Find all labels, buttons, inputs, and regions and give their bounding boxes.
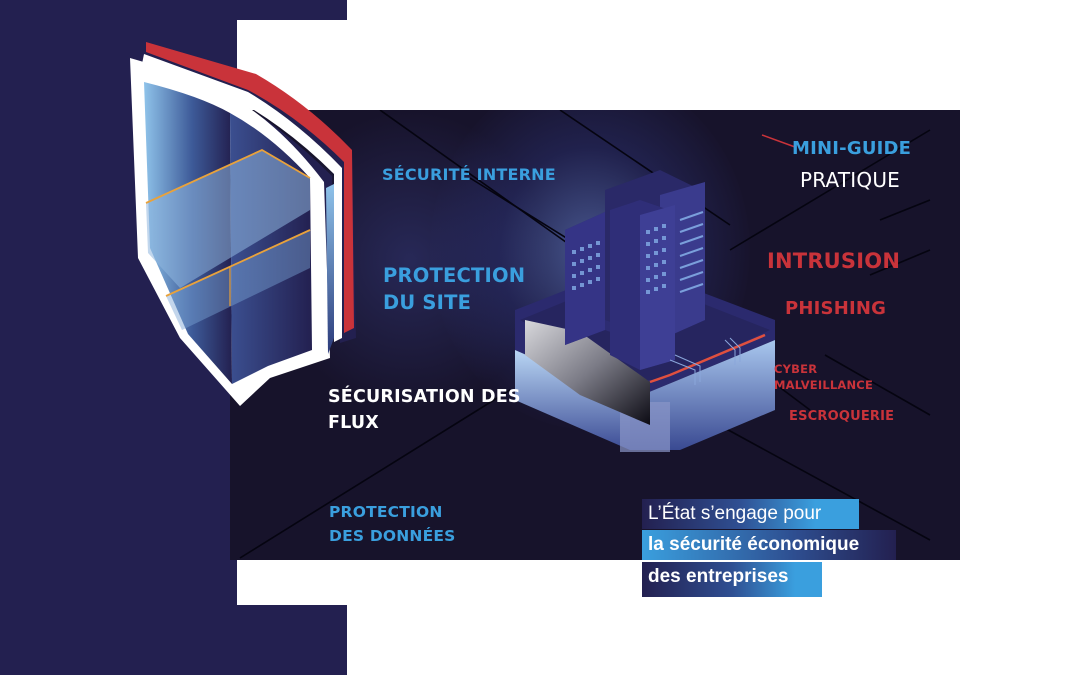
topic-securisation-flux-line2: FLUX (328, 413, 379, 434)
threat-cyber-malveillance: CYBER MALVEILLANCE (774, 361, 873, 393)
threat-phishing: PHISHING (785, 298, 887, 319)
topic-protection-donnees-line1: PROTECTION (329, 503, 443, 521)
topic-securisation-flux-line1: SÉCURISATION DES (328, 387, 521, 407)
tagline-line2: la sécurité économique (642, 530, 896, 560)
topic-protection-site-line2: DU SITE (383, 290, 472, 314)
building-icon (515, 170, 775, 452)
shield-icon (130, 42, 356, 406)
decorative-lines (239, 110, 931, 559)
topic-protection-site-line1: PROTECTION (383, 264, 526, 287)
topic-protection-site: PROTECTION DU SITE (383, 263, 525, 317)
topic-securite-interne: SÉCURITÉ INTERNE (382, 165, 556, 184)
tagline-line3: des entreprises (642, 562, 822, 597)
threat-cyber-line2: MALVEILLANCE (774, 378, 873, 393)
threat-intrusion: INTRUSION (767, 249, 901, 273)
white-notch-bottom (237, 560, 347, 605)
threat-escroquerie: ESCROQUERIE (789, 409, 895, 424)
topic-protection-donnees: PROTECTION DES DONNÉES (329, 500, 456, 548)
topic-securisation-flux: SÉCURISATION DES FLUX (328, 384, 521, 437)
tagline-line1: L’État s’engage pour (642, 499, 859, 529)
topic-protection-donnees-line2: DES DONNÉES (329, 527, 456, 546)
title-mini-guide: MINI-GUIDE (792, 138, 912, 159)
threat-cyber-line1: CYBER (774, 362, 818, 376)
title-pratique: PRATIQUE (800, 168, 901, 192)
